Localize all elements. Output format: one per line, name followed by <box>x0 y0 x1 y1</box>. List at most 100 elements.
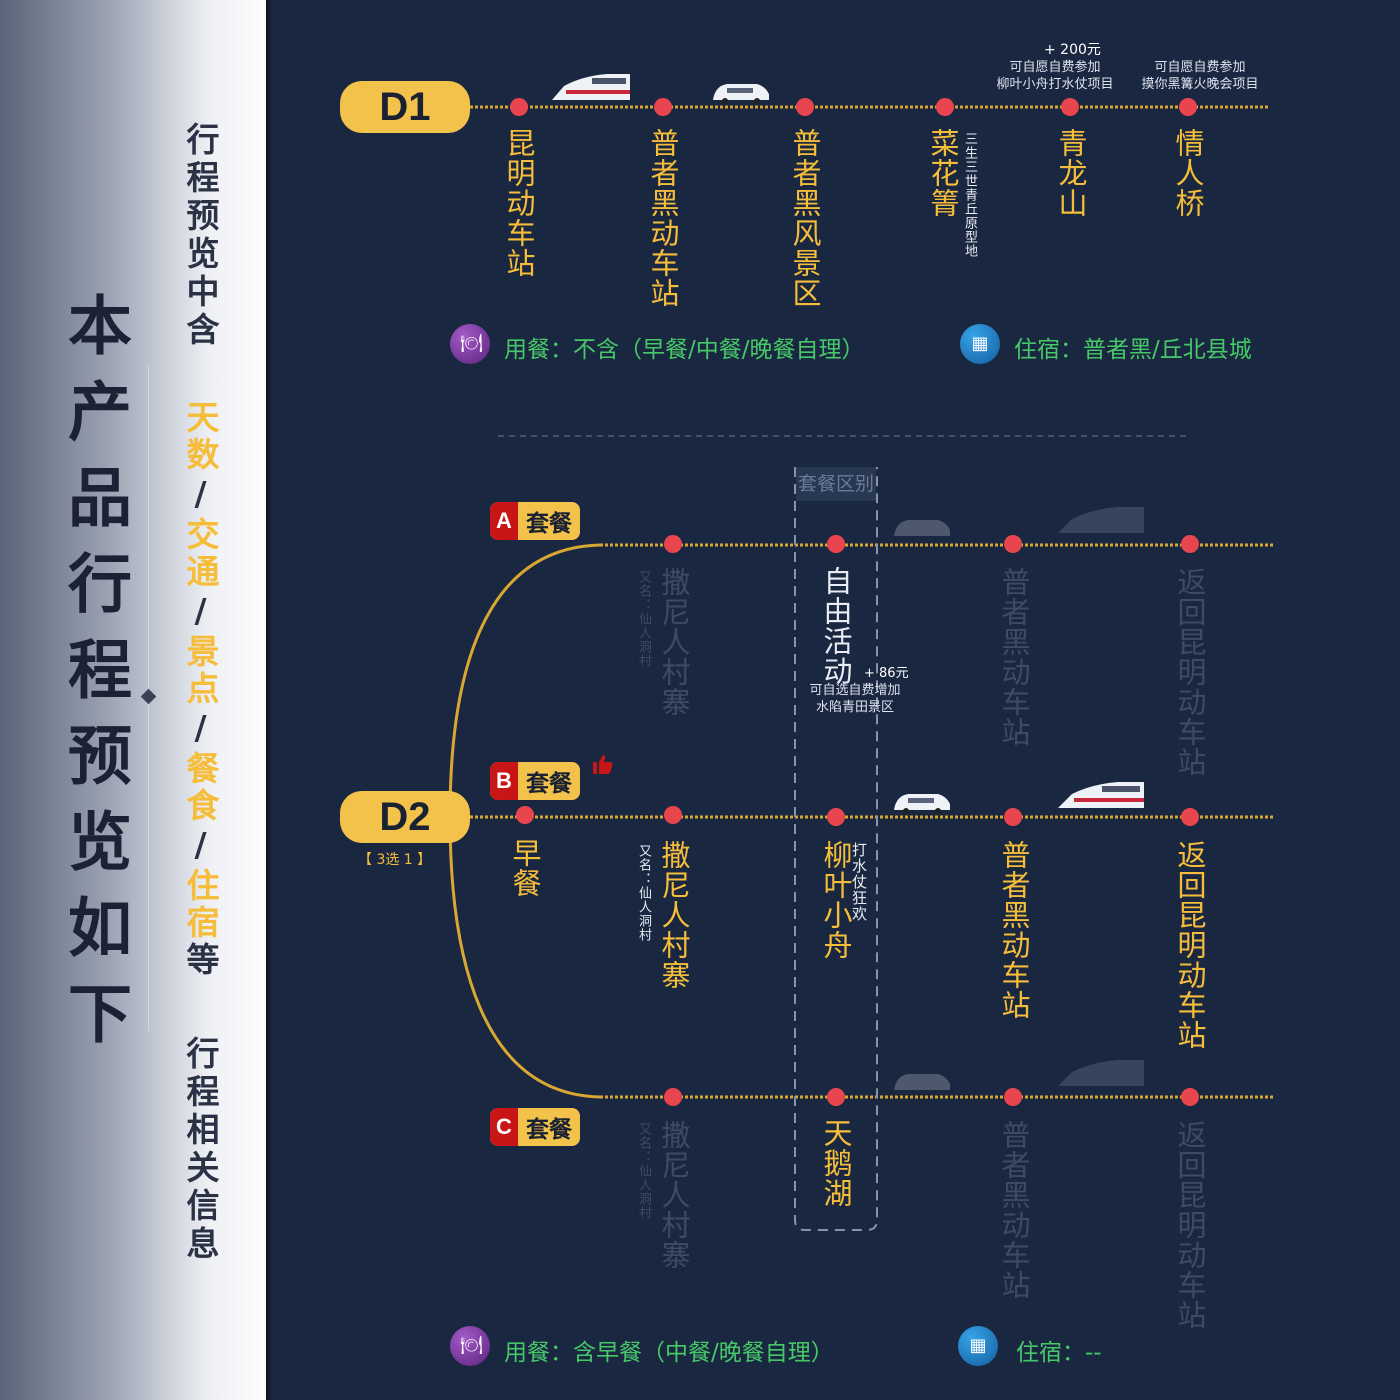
stop-dot <box>1179 98 1197 116</box>
item-sights: 景点 <box>181 634 220 708</box>
badge-text: 套餐 <box>526 1117 572 1143</box>
d1-price: + 200元 <box>1044 42 1101 58</box>
d1-note-caihuaqing: 三生三世青丘原型地 <box>962 132 977 258</box>
van-icon <box>894 1074 950 1090</box>
package-diff-box <box>794 467 878 1231</box>
main-title: 本产品行程预览如下 <box>57 292 132 1066</box>
d1-caption-qinglong: 可自愿自费参加 柳叶小舟打水仗项目 <box>985 59 1125 93</box>
b-stop-boat: 柳叶小舟 <box>819 840 853 960</box>
caption-line: 柳叶小舟打水仗项目 <box>996 77 1114 92</box>
d1-stop-caihuaqing: 菜花箐 <box>926 128 960 218</box>
van-icon <box>894 794 950 814</box>
b-stop-sani: 撒尼人村寨 <box>657 840 691 990</box>
building-icon: ▦ <box>958 1326 998 1366</box>
badge-package-b[interactable]: B 套餐 <box>490 762 580 800</box>
caption-line: 水陷青田景区 <box>815 700 894 715</box>
c-note-sani: 又名：仙人洞村 <box>636 1122 651 1220</box>
van-icon <box>894 520 950 536</box>
d1-stop-qingrenqiao: 情人桥 <box>1171 128 1205 218</box>
stop-dot <box>796 98 814 116</box>
sidebar-outro: 行程相关信息 <box>181 1036 220 1264</box>
d1-dots <box>510 98 1197 116</box>
badge-text: 套餐 <box>526 511 572 537</box>
day2-label: D2 <box>340 791 470 843</box>
item-days: 天数 <box>181 400 220 474</box>
stop-dot <box>1004 1088 1022 1106</box>
train-icon <box>1058 782 1144 808</box>
a-stop-return: 返回昆明动车站 <box>1173 567 1207 777</box>
a-note-sani: 又名：仙人洞村 <box>636 570 651 668</box>
item-transport: 交通 <box>181 517 220 591</box>
stop-dot <box>664 1088 682 1106</box>
day2-sublabel: 【 3选 1 】 <box>358 852 432 868</box>
d1-stop-qinglongshan: 青龙山 <box>1054 128 1088 218</box>
stop-dot <box>1181 1088 1199 1106</box>
badge-package-a[interactable]: A 套餐 <box>490 502 580 540</box>
stop-dot <box>936 98 954 116</box>
a-stop-free: 自由活动 <box>819 566 853 686</box>
d1-caption-qingren: 可自愿自费参加 摸你黑篝火晚会项目 <box>1130 59 1270 93</box>
caption-line: 可自愿自费参加 <box>1154 60 1246 75</box>
item-meals: 餐食 <box>181 751 220 825</box>
badge-letter: B <box>490 762 518 800</box>
item-sep: / <box>181 591 220 634</box>
train-icon <box>1058 1060 1144 1086</box>
building-icon: ▦ <box>960 324 1000 364</box>
c-stop-return: 返回昆明动车站 <box>1173 1120 1207 1330</box>
badge-text: 套餐 <box>526 771 572 797</box>
plate-icon: 🍽 <box>450 1326 490 1366</box>
badge-letter: C <box>490 1108 518 1146</box>
badge-package-c[interactable]: C 套餐 <box>490 1108 580 1146</box>
d2-hotel: 住宿：-- <box>1016 1340 1102 1366</box>
item-lodging: 住宿 <box>181 868 220 942</box>
stop-dot <box>1004 535 1022 553</box>
c-stop-station: 普者黑动车站 <box>997 1120 1031 1300</box>
d1-meal: 用餐：不含（早餐/中餐/晚餐自理） <box>504 337 865 363</box>
b-note-sani: 又名：仙人洞村 <box>636 844 651 942</box>
stop-dot <box>827 535 845 553</box>
sidebar-panel <box>0 0 268 1400</box>
stop-dot <box>1181 535 1199 553</box>
c-stop-sani: 撒尼人村寨 <box>657 1120 691 1270</box>
b-stop-breakfast: 早餐 <box>508 838 542 898</box>
a-stop-sani: 撒尼人村寨 <box>657 567 691 717</box>
badge-letter: A <box>490 502 518 540</box>
stop-dot <box>1004 808 1022 826</box>
train-icon <box>1058 507 1144 533</box>
stop-dot <box>516 806 534 824</box>
a-stop-station: 普者黑动车站 <box>997 567 1031 747</box>
sidebar-intro: 行程预览中含 <box>181 122 220 350</box>
d1-stop-kunming: 昆明动车站 <box>502 128 536 278</box>
stop-dot <box>664 806 682 824</box>
stop-dot <box>1181 808 1199 826</box>
van-icon <box>713 84 769 104</box>
b-stop-station: 普者黑动车站 <box>997 840 1031 1020</box>
item-sep: / <box>181 825 220 868</box>
d1-stop-puzhehei-station: 普者黑动车站 <box>646 128 680 308</box>
caption-line: 可自愿自费参加 <box>1009 60 1101 75</box>
b-note-boat: 打水仗狂欢 <box>850 842 868 922</box>
d1-stop-puzhehei-scenic: 普者黑风景区 <box>788 128 822 308</box>
caption-line: 可自选自费增加 <box>809 683 901 698</box>
b-stop-return: 返回昆明动车站 <box>1173 840 1207 1050</box>
d1-hotel: 住宿：普者黑/丘北县城 <box>1014 337 1252 363</box>
stop-dot <box>510 98 528 116</box>
plate-icon: 🍽 <box>450 324 490 364</box>
a-price: + 86元 <box>864 666 909 681</box>
sidebar-items: 天数/交通/景点/餐食/住宿等 <box>176 400 224 979</box>
c-stop-swan-lake: 天鹅湖 <box>819 1118 853 1208</box>
train-icon <box>552 74 630 100</box>
caption-line: 摸你黑篝火晚会项目 <box>1141 77 1259 92</box>
sidebar-edge <box>266 0 272 1400</box>
item-sep: / <box>181 708 220 751</box>
item-etc: 等 <box>181 942 220 979</box>
d2-dots <box>516 535 1199 1106</box>
day1-label: D1 <box>340 81 470 133</box>
item-sep: / <box>181 474 220 517</box>
stop-dot <box>827 1088 845 1106</box>
thumbs-up-icon <box>593 755 613 774</box>
d2-meal: 用餐：含早餐（中餐/晚餐自理） <box>504 1340 834 1366</box>
stop-dot <box>664 535 682 553</box>
a-caption: 可自选自费增加 水陷青田景区 <box>790 682 920 716</box>
stop-dot <box>1061 98 1079 116</box>
